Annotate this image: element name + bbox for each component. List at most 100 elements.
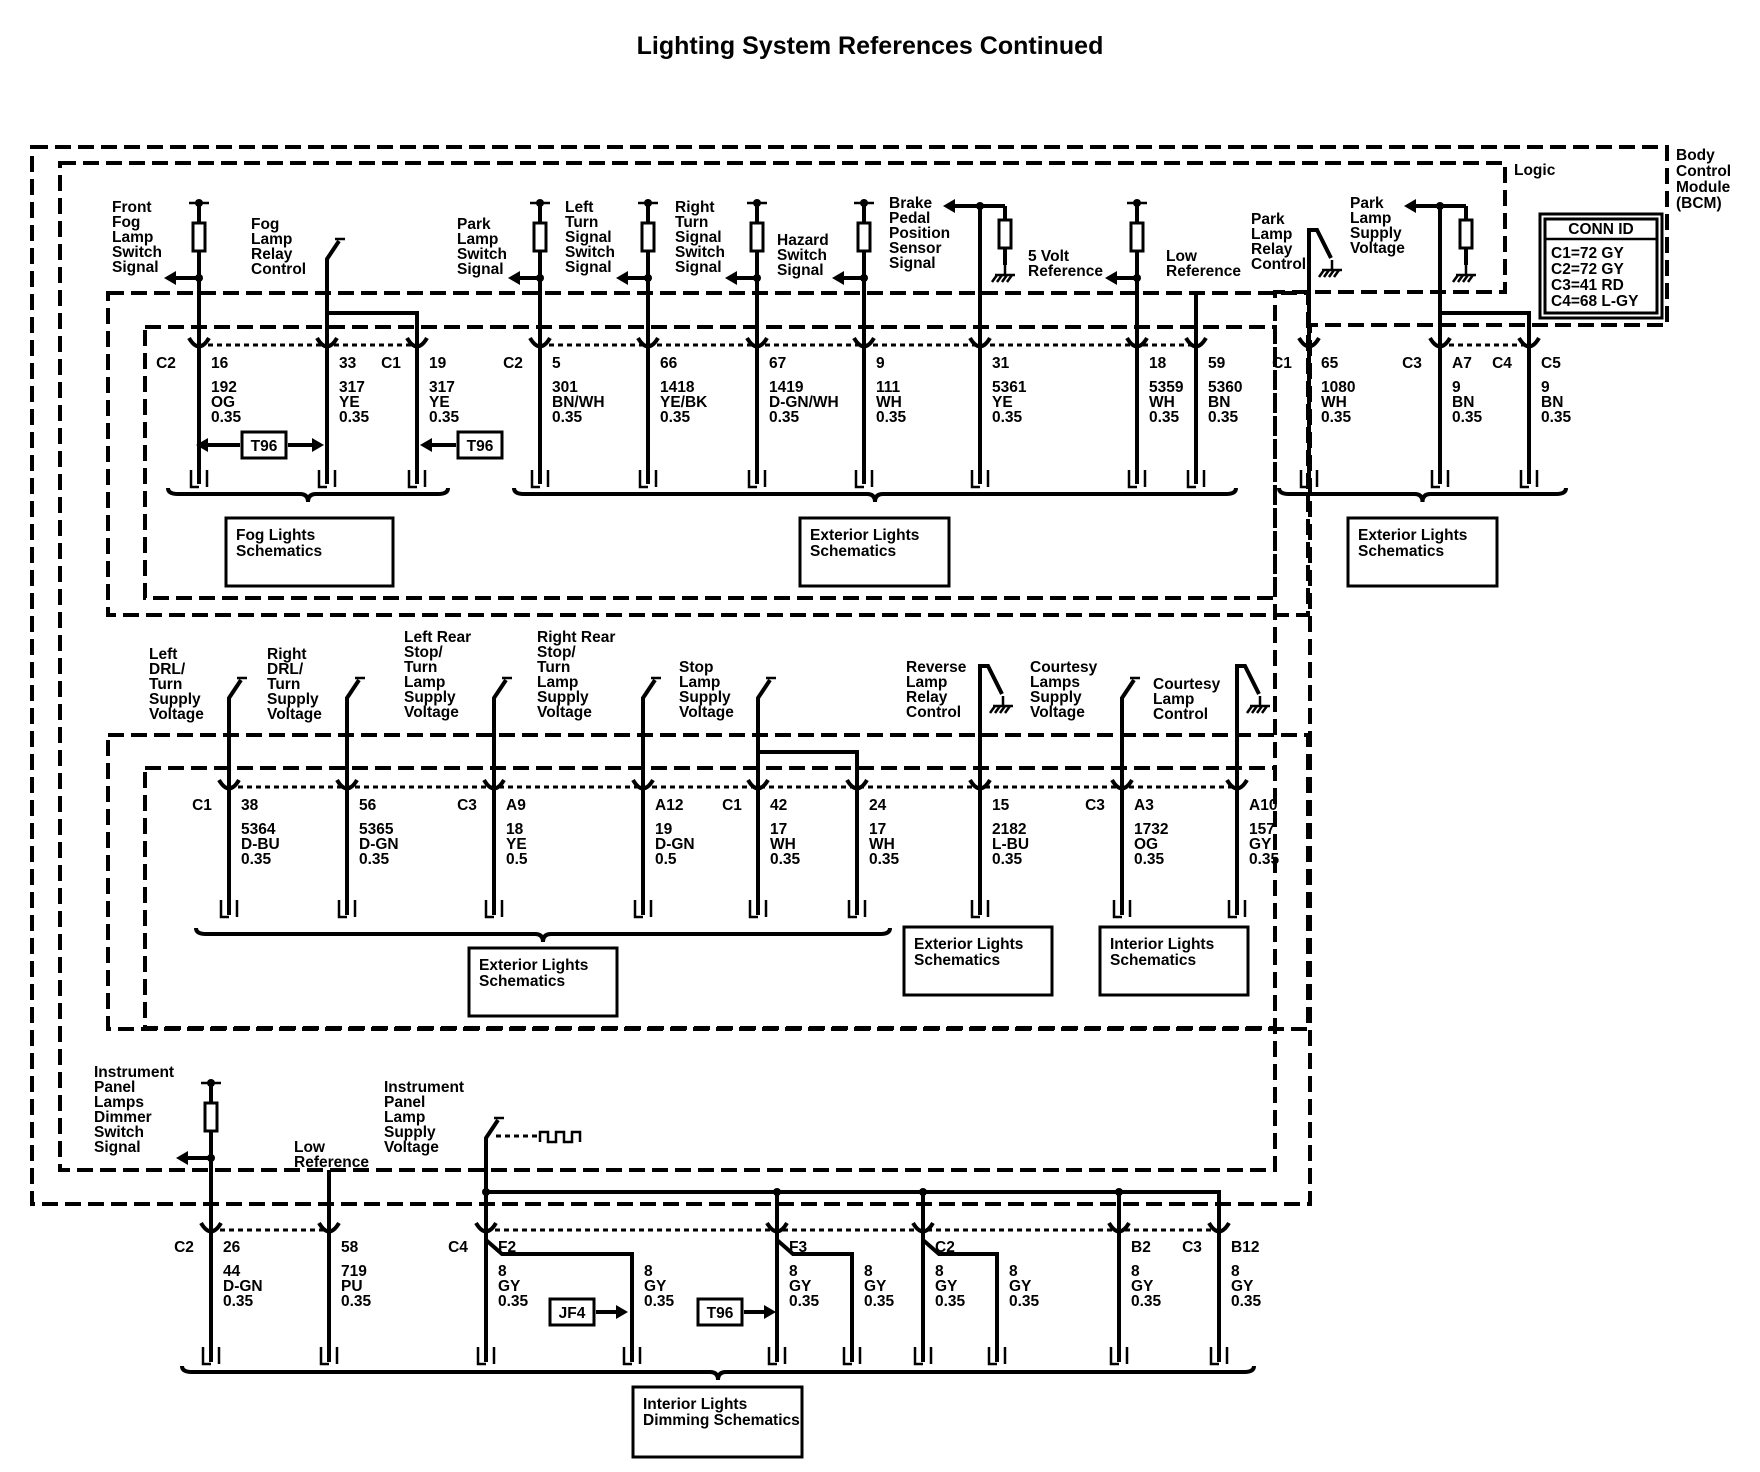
schematic-reference-label: Schematics xyxy=(236,543,322,560)
schematic-reference-box xyxy=(798,516,951,588)
signal-label: Switch xyxy=(112,244,162,261)
pin-number: A3 xyxy=(1134,797,1154,814)
signal-label: Signal xyxy=(777,262,824,279)
signal-label: Control xyxy=(251,261,306,278)
schematic-reference-label: Dimming Schematics xyxy=(643,1412,800,1429)
signal-label: Relay xyxy=(906,689,948,706)
circuit-number: 1418 xyxy=(660,379,695,396)
circuit-number: 5364 xyxy=(241,821,276,838)
signal-label: Switch xyxy=(94,1124,144,1141)
pin-number: 38 xyxy=(241,797,259,814)
wire-color: BN xyxy=(1208,394,1230,411)
pin-number: A12 xyxy=(655,797,683,814)
schematic-reference-label: Exterior Lights xyxy=(479,957,588,974)
ground-post-icon xyxy=(189,470,209,489)
connector-id: C3 xyxy=(457,797,477,814)
circuit-number: 8 xyxy=(789,1263,798,1280)
diagram-labels: Lighting System References ContinuedBody… xyxy=(94,32,1731,1429)
wire-color: D-GN xyxy=(359,836,399,853)
pin-number: A10 xyxy=(1249,797,1277,814)
circuit-number: 8 xyxy=(498,1263,507,1280)
splice-dot-icon xyxy=(1436,202,1444,210)
resistor-icon xyxy=(749,221,765,253)
ground-post-icon xyxy=(1299,470,1319,489)
ground-post-icon xyxy=(1430,470,1450,489)
signal-label: Reference xyxy=(1028,263,1103,280)
wire-gauge: 0.35 xyxy=(1134,851,1165,868)
signal-label: Signal xyxy=(565,259,612,276)
ground-symbol-icon xyxy=(1317,269,1326,278)
signal-label: Reverse xyxy=(906,659,967,676)
schematic-reference-label: Schematics xyxy=(479,973,565,990)
ground-post-icon xyxy=(842,1347,862,1366)
connector-terminal xyxy=(1184,336,1208,349)
wire-gauge: 0.35 xyxy=(1208,409,1239,426)
signal-label: Turn xyxy=(537,659,570,676)
circuit-number: 5360 xyxy=(1208,379,1242,396)
ground-symbol-icon xyxy=(1000,274,1009,283)
schematic-reference-label: Interior Lights xyxy=(1110,936,1214,953)
conn-id-row: C4=68 L-GY xyxy=(1551,293,1639,310)
circuit-number: 9 xyxy=(1541,379,1550,396)
wire-gauge: 0.35 xyxy=(552,409,583,426)
page-reference-label: T96 xyxy=(251,438,278,455)
ground-post-icon xyxy=(476,1347,496,1366)
arrow-right-icon xyxy=(764,1305,776,1319)
signal-label: Instrument xyxy=(94,1064,174,1081)
signal-label: Turn xyxy=(149,676,182,693)
signal-label: Lamp xyxy=(384,1109,425,1126)
wire-path xyxy=(327,311,419,345)
pin-number: A9 xyxy=(506,797,526,814)
resistor-icon xyxy=(640,221,656,253)
signal-label: Supply xyxy=(404,689,456,706)
schematic-reference-label: Interior Lights xyxy=(643,1396,747,1413)
relay-switch-icon xyxy=(978,664,1004,696)
signal-label: Lamp xyxy=(1251,226,1292,243)
pin-number: A7 xyxy=(1452,355,1472,372)
wire-gauge: 0.35 xyxy=(341,1293,372,1310)
signal-label: Instrument xyxy=(384,1079,464,1096)
arrow-right-icon xyxy=(616,1305,628,1319)
wire-gauge: 0.35 xyxy=(241,851,272,868)
logic-label: Logic xyxy=(1514,162,1556,179)
signal-label: Supply xyxy=(537,689,589,706)
page-reference-label: JF4 xyxy=(559,1305,586,1322)
ground-symbol-icon xyxy=(990,274,999,283)
wire-gauge: 0.35 xyxy=(1009,1293,1040,1310)
wire-gauge: 0.35 xyxy=(992,409,1023,426)
wire-gauge: 0.35 xyxy=(1149,409,1180,426)
circuit-number: 8 xyxy=(864,1263,873,1280)
wire-gauge: 0.5 xyxy=(655,851,677,868)
signal-label: Courtesy xyxy=(1030,659,1098,676)
wire-color: OG xyxy=(211,394,235,411)
page-title: Lighting System References Continued xyxy=(637,32,1104,60)
schematic-reference-label: Schematics xyxy=(914,952,1000,969)
wire-color: WH xyxy=(869,836,895,853)
signal-label: Signal xyxy=(675,259,722,276)
wire-color: YE xyxy=(429,394,450,411)
circuit-number: 17 xyxy=(770,821,787,838)
ground-symbol-icon xyxy=(998,705,1007,714)
switch-icon xyxy=(492,678,508,706)
ground-post-icon xyxy=(201,1347,221,1366)
circuit-number: 5365 xyxy=(359,821,394,838)
signal-label: Signal xyxy=(457,261,504,278)
ground-post-icon xyxy=(219,900,239,919)
pin-number: 66 xyxy=(660,355,678,372)
connector-terminal xyxy=(845,778,869,791)
signal-label: Control xyxy=(1153,706,1208,723)
signal-label: Voltage xyxy=(149,706,204,723)
ground-post-icon xyxy=(407,470,427,489)
wire-gauge: 0.35 xyxy=(935,1293,966,1310)
signal-label: Voltage xyxy=(267,706,322,723)
ground-symbol-icon xyxy=(1466,274,1475,283)
circuit-number: 157 xyxy=(1249,821,1275,838)
ground-post-icon xyxy=(767,1347,787,1366)
signal-label: Pedal xyxy=(889,210,930,227)
schematic-reference-label: Fog Lights xyxy=(236,527,315,544)
signal-label: Signal xyxy=(889,255,936,272)
wire-color: PU xyxy=(341,1278,363,1295)
wire-color: D-GN xyxy=(655,836,695,853)
pin-number: 65 xyxy=(1321,355,1339,372)
connector-terminal xyxy=(968,336,992,349)
